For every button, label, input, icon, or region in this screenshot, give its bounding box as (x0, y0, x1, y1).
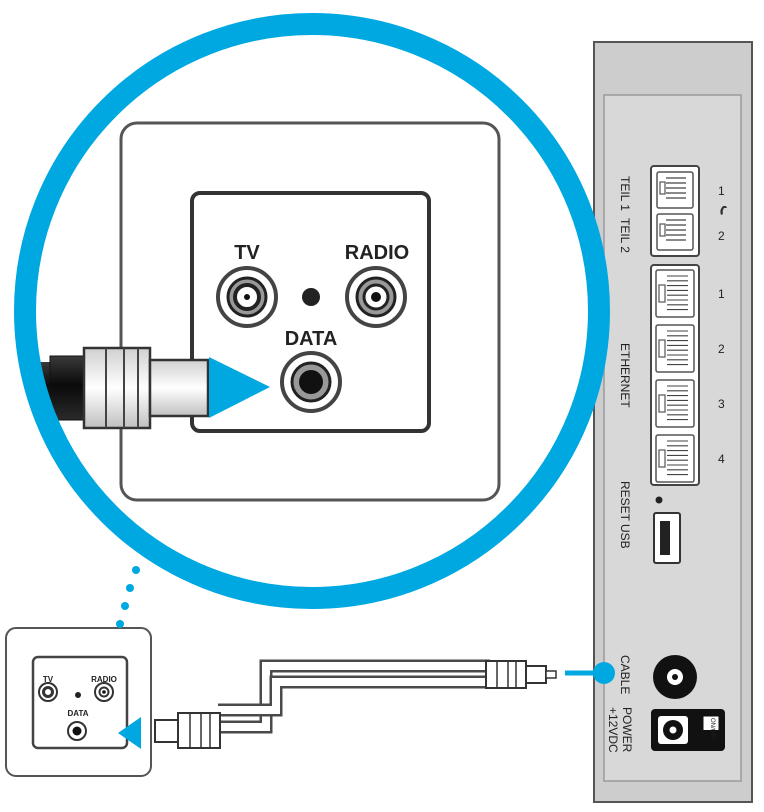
cable-label: CABLE (618, 655, 632, 694)
power-voltage-label: +12VDC (606, 707, 620, 753)
ethernet-port-4[interactable] (655, 434, 695, 483)
ethernet-port-1[interactable] (655, 269, 695, 318)
small-outlet-radio-label: RADIO (91, 675, 117, 684)
ethernet-port-group: 1 2 3 4 (655, 269, 725, 483)
ethernet-port-2[interactable] (655, 324, 695, 373)
power-switch-label: ON/OFF (709, 718, 715, 741)
router-back-panel: TEIL 1 TEIL 2 1 2 1 2 3 4 ETHERNET RESET US… (593, 41, 753, 803)
phone-port-2[interactable] (656, 213, 694, 251)
data-label: DATA (285, 328, 338, 350)
small-outlet-tv-label: TV (43, 675, 54, 684)
phone-handset-icon (720, 206, 727, 215)
tv-socket[interactable] (216, 266, 278, 328)
coax-plug-router-end (485, 660, 557, 689)
ethernet-port-3[interactable] (655, 379, 695, 428)
small-outlet-data-socket[interactable] (67, 721, 87, 741)
phone-label-teil-1: TEIL 1 (618, 176, 632, 211)
data-socket[interactable] (280, 351, 342, 413)
wall-outlet-plate (190, 191, 431, 433)
ethernet-port-number-2: 2 (718, 342, 725, 356)
coax-plug-outlet-end (154, 712, 221, 749)
zoom-dotted-line (116, 566, 140, 628)
phone-label-teil-2: TEIL 2 (618, 218, 632, 253)
usb-label: USB (618, 524, 632, 549)
cable-port-marker-dot (593, 662, 615, 684)
phone-number-2: 2 (718, 229, 725, 243)
power-switch[interactable] (702, 715, 720, 745)
magnifier-ring (14, 13, 610, 609)
tv-label: TV (234, 242, 260, 264)
outlet-center-dot (302, 288, 320, 306)
small-outlet-tv-socket[interactable] (38, 682, 58, 702)
small-outlet-dot (75, 692, 81, 698)
ethernet-port-number-1: 1 (718, 287, 725, 301)
ethernet-label: ETHERNET (618, 343, 632, 408)
phone-port-1[interactable] (656, 171, 694, 209)
radio-label: RADIO (345, 242, 409, 264)
radio-socket[interactable] (345, 266, 407, 328)
cable-port[interactable] (653, 655, 697, 699)
magnified-view: TV RADIO DATA (14, 13, 610, 609)
phone-ports (650, 165, 700, 257)
insert-arrow-icon (209, 357, 270, 418)
ethernet-port-number-4: 4 (718, 452, 725, 466)
small-outlet-arrow-icon (118, 717, 141, 749)
coax-cable (218, 659, 490, 734)
small-wall-outlet: TV RADIO DATA (5, 627, 152, 777)
magnified-coax-plug (25, 346, 210, 430)
phone-number-1: 1 (718, 184, 725, 198)
small-outlet-radio-socket[interactable] (94, 682, 114, 702)
reset-button[interactable] (655, 496, 663, 504)
ethernet-port-number-3: 3 (718, 397, 725, 411)
small-outlet-data-label: DATA (67, 709, 88, 718)
reset-label: RESET (618, 481, 632, 522)
usb-port[interactable] (653, 512, 681, 564)
ethernet-ports (650, 264, 700, 486)
power-label: POWER (620, 707, 634, 753)
